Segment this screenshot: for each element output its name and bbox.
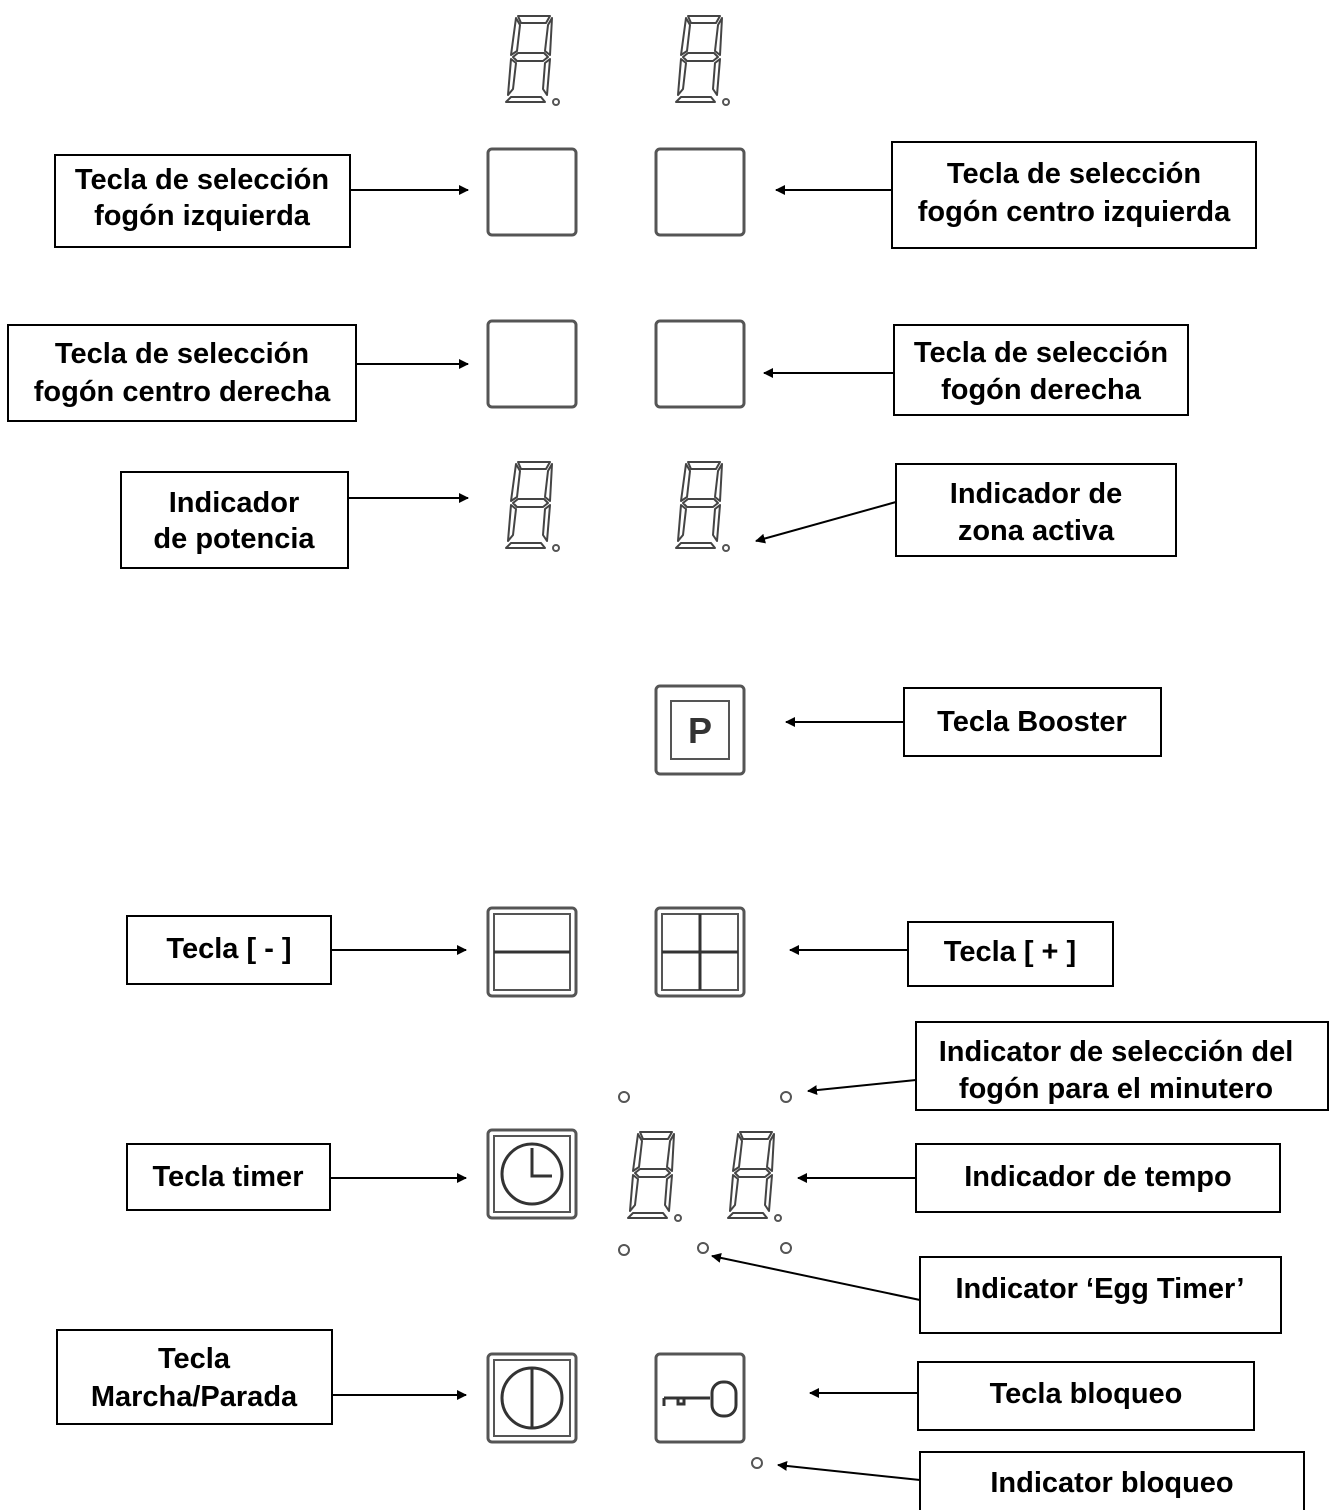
label-power-indicator: Indicador de potencia	[120, 471, 349, 569]
right-zone-select-key[interactable]	[654, 319, 746, 409]
label-power-indicator-line1: Indicador	[169, 487, 300, 519]
egg-timer-led	[697, 1242, 709, 1254]
label-egg-timer-text: Indicator ‘Egg Timer’	[956, 1273, 1245, 1305]
booster-key[interactable]: P	[654, 684, 746, 776]
label-lock-key: Tecla bloqueo	[917, 1361, 1255, 1431]
label-sel-center-left: Tecla de selección fogón centro izquierd…	[891, 141, 1257, 249]
label-on-off: Tecla Marcha/Parada	[56, 1329, 333, 1425]
booster-letter: P	[688, 710, 712, 751]
label-power-indicator-line2: de potencia	[153, 523, 315, 555]
label-on-off-line1: Tecla	[158, 1343, 231, 1375]
power-level-digit	[505, 461, 560, 552]
timer-led-right	[780, 1242, 792, 1254]
callout-arrows	[330, 185, 921, 1481]
timer-digit-tens	[627, 1131, 682, 1222]
label-minus-text: Tecla [ - ]	[166, 933, 291, 965]
key-icon	[662, 1380, 738, 1418]
lock-led	[751, 1457, 763, 1469]
top-left-digit-display	[505, 15, 560, 106]
label-sel-right-line1: Tecla de selección	[914, 337, 1168, 369]
label-booster: Tecla Booster	[903, 687, 1162, 757]
center-right-zone-select-key[interactable]	[486, 319, 578, 409]
label-time-indicator-text: Indicador de tempo	[964, 1161, 1231, 1193]
label-lock-indicator-text: Indicator bloqueo	[990, 1467, 1233, 1499]
label-timer-zone: Indicator de selección del fogón para el…	[915, 1021, 1329, 1111]
label-on-off-line2: Marcha/Parada	[91, 1381, 298, 1413]
label-active-zone-line1: Indicador de	[950, 478, 1122, 510]
on-off-key[interactable]	[486, 1352, 578, 1444]
label-sel-left-line1: Tecla de selección	[75, 164, 329, 196]
label-lock-key-text: Tecla bloqueo	[990, 1378, 1183, 1410]
label-active-zone: Indicador de zona activa	[895, 463, 1177, 557]
label-sel-right: Tecla de selección fogón derecha	[893, 324, 1189, 416]
center-left-zone-select-key[interactable]	[654, 147, 746, 237]
timer-zone-led-right	[780, 1091, 792, 1103]
active-zone-digit	[675, 461, 730, 552]
label-sel-left-line2: fogón izquierda	[94, 200, 311, 232]
label-timer-zone-line1: Indicator de selección del	[939, 1036, 1294, 1068]
label-sel-right-line2: fogón derecha	[941, 374, 1142, 406]
label-sel-center-right-line1: Tecla de selección	[55, 338, 309, 370]
top-right-digit-display	[675, 15, 730, 106]
lock-key[interactable]	[654, 1352, 746, 1444]
timer-led-left	[618, 1244, 630, 1256]
label-timer-key-text: Tecla timer	[153, 1161, 304, 1193]
timer-digit-units	[727, 1131, 782, 1222]
label-sel-left: Tecla de selección fogón izquierda	[54, 154, 351, 248]
label-plus-text: Tecla [ + ]	[944, 936, 1076, 968]
minus-key[interactable]	[486, 906, 578, 998]
label-sel-center-right-line2: fogón centro derecha	[34, 376, 331, 408]
label-plus: Tecla [ + ]	[907, 921, 1114, 987]
label-active-zone-line2: zona activa	[958, 515, 1115, 547]
label-sel-center-right: Tecla de selección fogón centro derecha	[7, 324, 357, 422]
label-timer-key: Tecla timer	[126, 1143, 331, 1211]
label-sel-center-left-line2: fogón centro izquierda	[918, 196, 1231, 228]
clock-icon	[500, 1142, 564, 1206]
timer-key[interactable]	[486, 1128, 578, 1220]
label-sel-center-left-line1: Tecla de selección	[947, 158, 1201, 190]
power-icon	[500, 1366, 564, 1430]
plus-key[interactable]	[654, 906, 746, 998]
label-lock-indicator: Indicator bloqueo	[919, 1451, 1305, 1510]
label-timer-zone-line2: fogón para el minutero	[959, 1073, 1273, 1105]
label-booster-text: Tecla Booster	[937, 706, 1127, 738]
timer-zone-led-left	[618, 1091, 630, 1103]
left-zone-select-key[interactable]	[486, 147, 578, 237]
plus-icon	[662, 914, 738, 990]
label-minus: Tecla [ - ]	[126, 915, 332, 985]
label-time-indicator: Indicador de tempo	[915, 1143, 1281, 1213]
label-egg-timer: Indicator ‘Egg Timer’	[919, 1256, 1282, 1334]
